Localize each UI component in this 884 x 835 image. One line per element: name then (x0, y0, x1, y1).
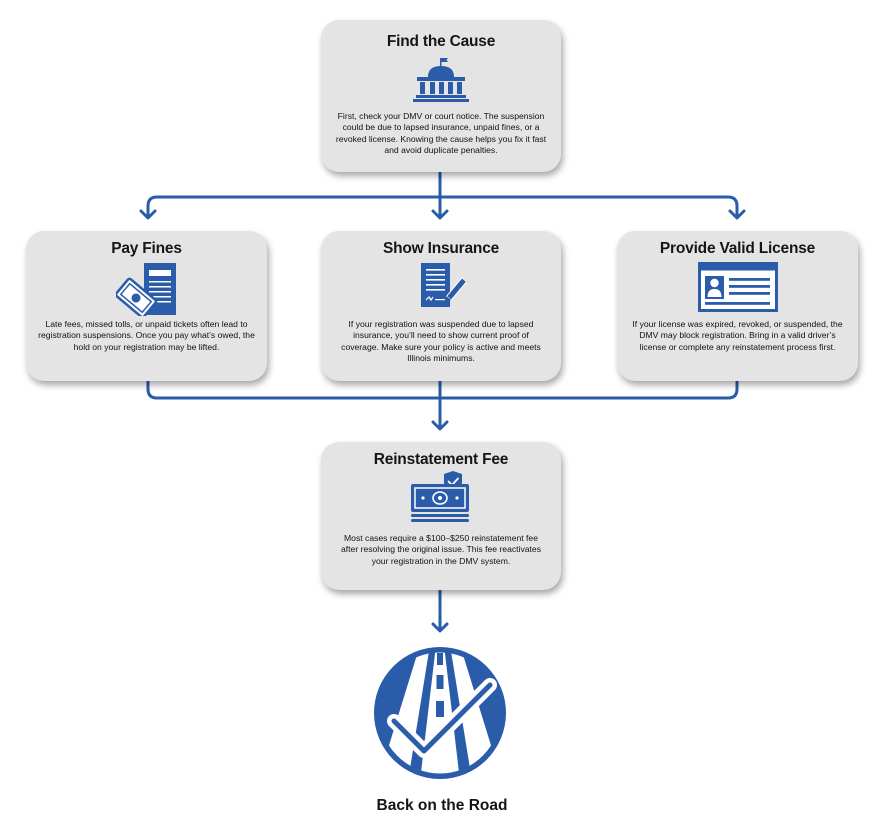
step-title: Provide Valid License (659, 240, 816, 257)
connector-split (146, 195, 739, 218)
id-card-icon (697, 262, 778, 312)
arrow-show-insurance (431, 209, 449, 220)
step-valid-license: Provide Valid License If your license wa… (617, 231, 858, 381)
step-title: Reinstatement Fee (373, 451, 509, 468)
step-reinstatement-fee: Reinstatement Fee Most cases require a $… (321, 442, 561, 590)
step-title: Find the Cause (386, 33, 496, 50)
step-show-insurance: Show Insurance If your registration was … (321, 231, 561, 381)
step-description: Most cases require a $100–$250 reinstate… (341, 533, 541, 566)
cash-shield-icon (411, 471, 469, 522)
step-title: Pay Fines (111, 240, 182, 257)
back-on-road-label: Back on the Road (376, 797, 508, 814)
signed-document-icon (421, 263, 466, 307)
step-description: First, check your DMV or court notice. T… (335, 111, 547, 155)
money-bill-icon (115, 263, 176, 316)
courthouse-icon (413, 58, 469, 102)
step-description: Late fees, missed tolls, or unpaid ticke… (38, 319, 255, 352)
step-pay-fines: Pay Fines Late fees, missed tolls, or un… (26, 231, 267, 381)
arrow-road (431, 622, 449, 633)
step-find-cause: Find the Cause First, check your DMV or … (321, 20, 561, 172)
arrow-pay-fines (139, 209, 157, 220)
step-title: Show Insurance (382, 240, 500, 257)
connector-merge (146, 379, 739, 400)
road-checkmark-icon (374, 647, 506, 779)
arrow-valid-license (728, 209, 746, 220)
arrow-reinstatement (431, 420, 449, 431)
step-description: If your license was expired, revoked, or… (632, 319, 843, 352)
step-description: If your registration was suspended due t… (341, 319, 541, 363)
